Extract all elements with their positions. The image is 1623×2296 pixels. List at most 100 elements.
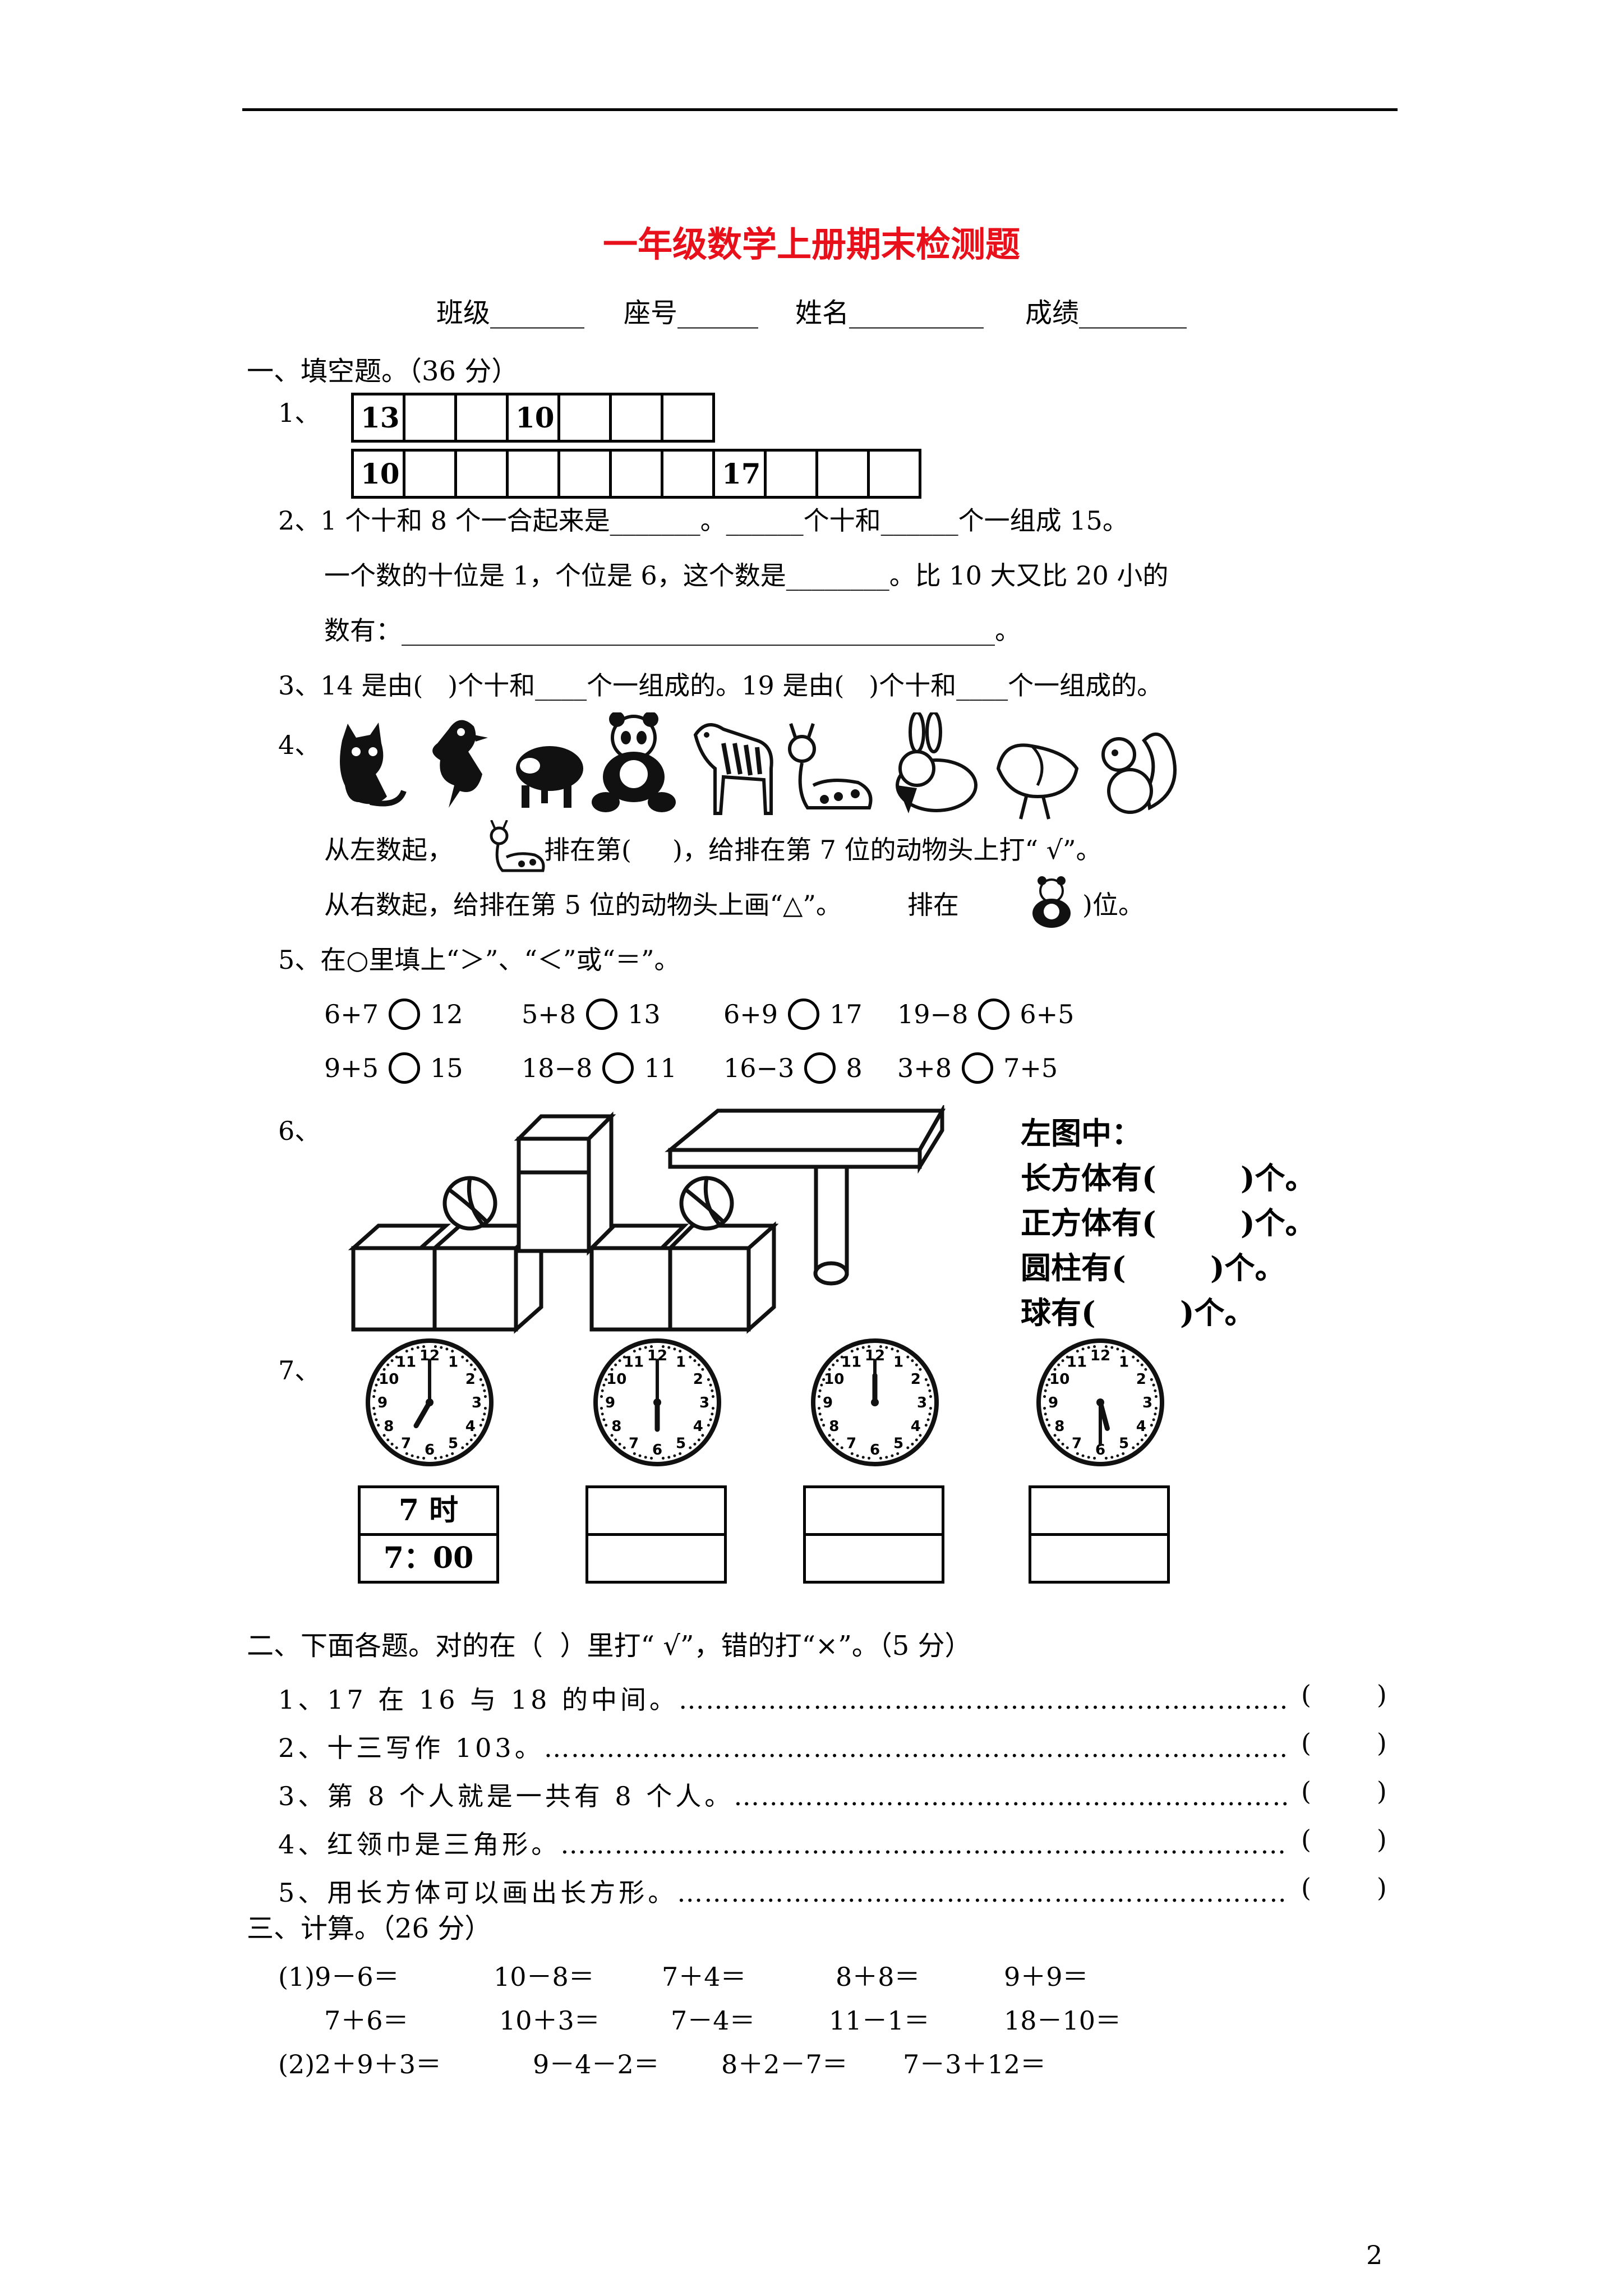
svg-text:10: 10 [379, 1371, 399, 1388]
score-field: 成绩________ [1025, 297, 1187, 329]
svg-text:8: 8 [1054, 1418, 1064, 1435]
grid-cell: 10 [351, 449, 405, 499]
grid-cell [454, 393, 509, 443]
answer-circle[interactable] [389, 999, 421, 1030]
judge-item: 4、红领巾是三角形。………………………………………………………………………………… [278, 1824, 1288, 1861]
solid-shapes-figure [348, 1105, 946, 1334]
svg-text:6: 6 [870, 1442, 880, 1458]
compare-left: 16−3 [723, 1053, 795, 1083]
time-answer-box[interactable]: 7 时 7：00 [358, 1485, 499, 1584]
grid-cell [557, 393, 612, 443]
time-answer-box[interactable] [803, 1485, 944, 1584]
judge-item: 2、十三写作 103。……………………………………………………………………………… [278, 1728, 1288, 1765]
page-number: 2 [1366, 2240, 1383, 2270]
time-answer-box[interactable] [1029, 1485, 1170, 1584]
compare-right: 6+5 [1020, 999, 1075, 1029]
svg-text:10: 10 [1049, 1371, 1069, 1388]
svg-text:2: 2 [1136, 1371, 1146, 1388]
answer-parens[interactable]: ( ) [1297, 1728, 1387, 1758]
header-rule [242, 108, 1398, 111]
q6-text-cube: 正方体有( )个。 [1021, 1205, 1316, 1241]
time-answer-hour[interactable] [588, 1488, 724, 1536]
svg-text:3: 3 [472, 1395, 482, 1411]
q7-number: 7、 [278, 1355, 321, 1386]
q4-line1a: 从左数起， [324, 835, 453, 865]
page-title: 一年级数学上册期末检测题 [602, 224, 1020, 265]
compare-right: 8 [846, 1053, 863, 1083]
calc-item: (2)2＋9＋3＝ [278, 2049, 441, 2079]
svg-text:2: 2 [693, 1371, 703, 1388]
svg-text:5: 5 [1119, 1435, 1129, 1452]
svg-text:7: 7 [1072, 1435, 1082, 1452]
time-answer-digital[interactable]: 7：00 [383, 1541, 474, 1575]
grid-cell: 13 [351, 393, 405, 443]
answer-parens[interactable]: ( ) [1297, 1776, 1387, 1806]
svg-text:5: 5 [893, 1435, 903, 1452]
time-answer-hour[interactable]: 7 时 [361, 1488, 496, 1536]
deer-inline-icon [490, 820, 545, 872]
time-answer-digital[interactable] [806, 1536, 942, 1581]
svg-text:9: 9 [1048, 1395, 1058, 1411]
panda-inline-icon [1032, 876, 1071, 928]
grid-cell [403, 393, 457, 443]
cat-icon [340, 723, 407, 807]
q6-text-cuboid: 长方体有( )个。 [1021, 1160, 1316, 1196]
svg-text:11: 11 [396, 1354, 416, 1370]
calc-item: 10－8＝ [494, 1962, 594, 1992]
answer-parens[interactable]: ( ) [1297, 1680, 1387, 1710]
time-answer-digital[interactable] [588, 1536, 724, 1581]
svg-text:11: 11 [1067, 1354, 1087, 1370]
svg-text:5: 5 [448, 1435, 458, 1452]
class-field: 班级_______ [436, 297, 585, 329]
time-answer-box[interactable] [585, 1485, 727, 1584]
compare-right: 11 [644, 1053, 677, 1083]
answer-parens[interactable]: ( ) [1297, 1824, 1387, 1855]
svg-text:11: 11 [841, 1354, 861, 1370]
grid-cell [506, 449, 560, 499]
q6-text-cylinder: 圆柱有( )个。 [1021, 1250, 1285, 1286]
answer-circle[interactable] [586, 999, 618, 1030]
grid-cell [764, 449, 818, 499]
time-answer-hour[interactable] [1031, 1488, 1167, 1536]
leader-dots: …………………………………………………………………………………………………………… [734, 1781, 1288, 1811]
svg-text:9: 9 [823, 1395, 833, 1411]
deer-icon [788, 723, 873, 809]
answer-parens[interactable]: ( ) [1297, 1872, 1387, 1903]
q4-number: 4、 [278, 730, 321, 760]
panda-icon [592, 712, 676, 812]
q4-line2a: 从右数起，给排在第 5 位的动物头上画“△”。 排在 [324, 890, 959, 920]
q3: 3、14 是由( )个十和____个一组成的。19 是由( )个十和____个一… [278, 670, 1163, 701]
compare-right: 12 [430, 999, 463, 1029]
grid-cell: 17 [712, 449, 767, 499]
judge-item: 1、17 在 16 与 18 的中间。………………………………………………………… [278, 1680, 1288, 1717]
compare-left: 19−8 [897, 999, 969, 1029]
svg-text:3: 3 [699, 1395, 709, 1411]
name-field: 姓名__________ [795, 297, 984, 329]
q6-number: 6、 [278, 1116, 321, 1146]
compare-right: 17 [829, 999, 863, 1029]
svg-text:11: 11 [624, 1354, 644, 1370]
svg-text:5: 5 [676, 1435, 686, 1452]
svg-text:2: 2 [465, 1371, 476, 1388]
time-answer-digital[interactable] [1031, 1536, 1167, 1581]
answer-circle[interactable] [389, 1052, 421, 1084]
calc-item: 9＋9＝ [1004, 1962, 1089, 1992]
svg-text:6: 6 [425, 1442, 435, 1458]
answer-circle[interactable] [804, 1052, 836, 1084]
grid-cell [609, 449, 663, 499]
answer-circle[interactable] [962, 1052, 994, 1084]
number-grid-row2: 10 17 [351, 449, 921, 499]
compare-left: 3+8 [897, 1053, 952, 1083]
time-answer-hour[interactable] [806, 1488, 942, 1536]
calc-item: 18－10＝ [1004, 2005, 1122, 2036]
answer-circle[interactable] [602, 1052, 634, 1084]
compare-right: 15 [430, 1053, 463, 1083]
answer-circle[interactable] [978, 999, 1010, 1030]
answer-circle[interactable] [788, 999, 820, 1030]
bird-icon [432, 720, 488, 808]
